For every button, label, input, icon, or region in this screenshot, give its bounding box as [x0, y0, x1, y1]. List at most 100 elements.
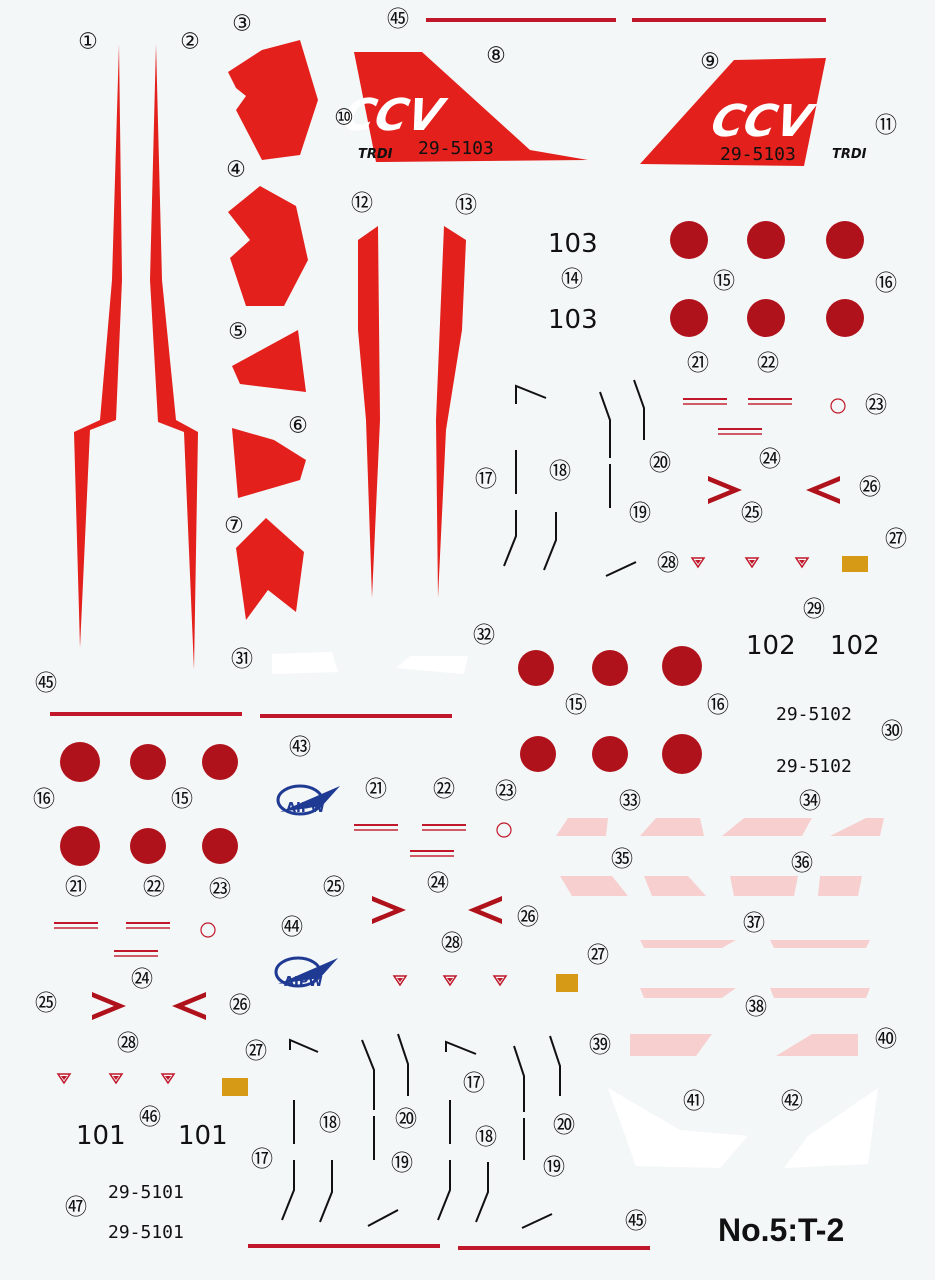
- decal-22-stencil: [422, 824, 466, 831]
- marker-30: ㉚: [881, 720, 903, 745]
- marker-18-b: ⑱: [319, 1112, 341, 1137]
- marker-19-b: ⑲: [391, 1152, 413, 1177]
- roundel: [670, 299, 708, 337]
- marker-27-b: ㉗: [587, 944, 609, 969]
- decal-28-marking: [493, 975, 507, 986]
- marker-5: ⑤: [228, 320, 248, 345]
- marker-16: ⑯: [875, 272, 897, 297]
- marker-27: ㉗: [885, 528, 907, 553]
- marker-25: ㉕: [741, 502, 763, 527]
- roundel: [60, 826, 100, 866]
- svg-text:AIPW: AIPW: [286, 801, 325, 816]
- roundel: [520, 736, 556, 772]
- marker-16-c: ⑯: [33, 788, 55, 813]
- decal-12-stripe: [358, 226, 380, 598]
- decal-28-marking: [691, 557, 705, 568]
- tail-fin-left: CCV TRDI 29-5103: [338, 52, 588, 162]
- marker-6: ⑥: [288, 414, 308, 439]
- roundel: [662, 734, 702, 774]
- marker-45-bottom: ㊺: [625, 1210, 647, 1235]
- decal-45-stripe: [632, 18, 826, 22]
- roundel: [202, 828, 238, 864]
- decal-41-white: [608, 1088, 748, 1168]
- decal-27-warning: [842, 556, 868, 572]
- marker-26: ㉖: [859, 476, 881, 501]
- marker-37: ㊲: [743, 912, 765, 937]
- decal-31-white: [272, 652, 338, 674]
- marker-21: ㉑: [687, 352, 709, 377]
- marker-7: ⑦: [224, 514, 244, 539]
- decal-21-stencil: [354, 824, 398, 831]
- decal-25-chevron: [92, 992, 126, 1020]
- decal-3-shape: [228, 40, 318, 160]
- marker-24-b: ㉔: [427, 872, 449, 897]
- marker-45-left: ㊺: [35, 672, 57, 697]
- marker-36: ㊱: [791, 852, 813, 877]
- aipw-logo: AIPW: [276, 784, 340, 816]
- decal-25-chevron: [372, 896, 406, 924]
- roundel: [747, 221, 785, 259]
- marker-28: ㉘: [657, 552, 679, 577]
- decal-23-stencil: [830, 398, 846, 414]
- canopy-tint-pieces: [556, 818, 884, 1056]
- decal-2-stripe: [150, 44, 198, 670]
- roundel: [130, 744, 166, 780]
- marker-20-b: ⑳: [395, 1108, 417, 1133]
- aipw-logo: AIPW: [274, 956, 338, 990]
- decal-5-shape: [232, 330, 306, 392]
- marker-46: ㊻: [139, 1106, 161, 1131]
- decal-28-marking: [109, 1073, 123, 1084]
- marker-27-c: ㉗: [245, 1040, 267, 1065]
- decal-number-markers: ① ② ③ ④ ⑤ ⑥ ⑦ ⑧ ⑨ ⑩ ⑪ ⑫ ⑬ ⑭ ⑮ ⑯ ⑰ ⑱ ⑲ ⑳ …: [33, 8, 907, 1235]
- decal-42-white: [784, 1088, 878, 1168]
- marker-29: ㉙: [803, 598, 825, 623]
- marker-17-b: ⑰: [463, 1072, 485, 1097]
- marker-33: ㉝: [619, 790, 641, 815]
- decal-28-marking: [745, 557, 759, 568]
- marker-21-c: ㉑: [65, 876, 87, 901]
- marker-28-c: ㉘: [117, 1032, 139, 1057]
- marker-13: ⑬: [455, 194, 477, 219]
- marker-19: ⑲: [629, 502, 651, 527]
- decal-22-stencil: [748, 398, 792, 405]
- decal-21-stencil: [683, 398, 727, 405]
- code-103-top: 103: [548, 229, 598, 259]
- marker-2: ②: [180, 30, 200, 55]
- decal-27-warning: [556, 974, 578, 992]
- serial-102-bottom: 29-5102: [776, 756, 852, 777]
- marker-47: ㊼: [65, 1196, 87, 1221]
- code-101-left: 101: [76, 1121, 126, 1151]
- roundel: [592, 736, 628, 772]
- serial-102-top: 29-5102: [776, 704, 852, 725]
- marker-41: ㊶: [683, 1090, 705, 1115]
- decal-23-stencil: [200, 922, 216, 938]
- decal-23-stencil: [496, 822, 512, 838]
- code-102-right: 102: [830, 631, 880, 661]
- marker-40: ㊵: [875, 1028, 897, 1053]
- marker-3: ③: [232, 12, 252, 37]
- marker-45-top: ㊺: [387, 8, 409, 33]
- decal-4-shape: [228, 186, 308, 306]
- marker-12: ⑫: [351, 192, 373, 217]
- canopy-lines-top: [503, 379, 645, 577]
- marker-4: ④: [226, 158, 246, 183]
- tail-maker-right: TRDI: [832, 147, 867, 162]
- serial-101-bottom: 29-5101: [108, 1222, 184, 1243]
- roundel: [662, 646, 702, 686]
- decal-28-marking: [443, 975, 457, 986]
- marker-24-c: ㉔: [131, 968, 153, 993]
- marker-23-c: ㉓: [209, 878, 231, 903]
- marker-21-b: ㉑: [365, 778, 387, 803]
- decal-28-marking: [795, 557, 809, 568]
- marker-1: ①: [78, 30, 98, 55]
- serial-101-top: 29-5101: [108, 1182, 184, 1203]
- marker-15-c: ⑮: [171, 788, 193, 813]
- roundel: [592, 650, 628, 686]
- marker-11: ⑪: [875, 114, 897, 139]
- marker-39: ㊴: [589, 1034, 611, 1059]
- marker-18: ⑱: [549, 460, 571, 485]
- decal-24-stencil: [410, 850, 454, 857]
- tail-code-left: CCV: [338, 90, 451, 140]
- decal-28-marking: [57, 1073, 71, 1084]
- decal-24-stencil: [114, 950, 158, 957]
